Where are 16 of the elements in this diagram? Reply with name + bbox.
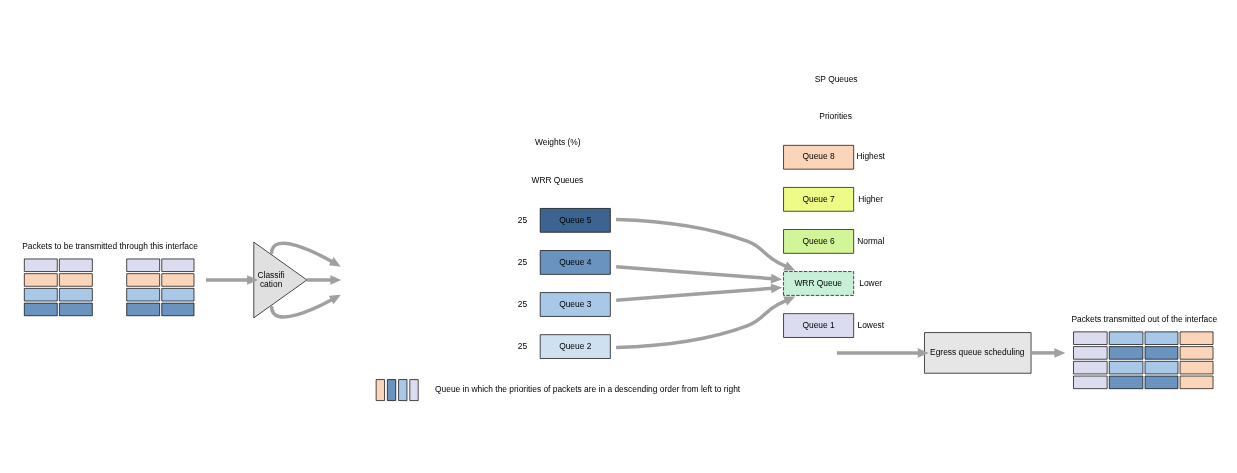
node-label: Lower: [859, 277, 883, 288]
label: Priorities: [819, 111, 852, 122]
label: WRR Queues: [531, 174, 584, 185]
node-label: Higher: [858, 193, 883, 204]
node-label: 25: [517, 214, 528, 225]
node-label: Normal: [857, 235, 885, 246]
label: SP Queues: [814, 73, 858, 84]
node-label: Packets to be transmitted through this interface: [22, 240, 198, 251]
node-label: Highest: [856, 151, 885, 162]
node-label: Packets transmitted out of the interface: [1071, 313, 1218, 324]
node-label: 25: [517, 256, 528, 267]
node-label: Lowest: [857, 319, 885, 330]
legend-label: Queue in which the priorities of packets are in a descending order from left to right: [435, 384, 741, 395]
label: Weights (%): [534, 136, 581, 147]
node-label: 25: [517, 340, 528, 351]
node-label: 25: [517, 298, 528, 309]
